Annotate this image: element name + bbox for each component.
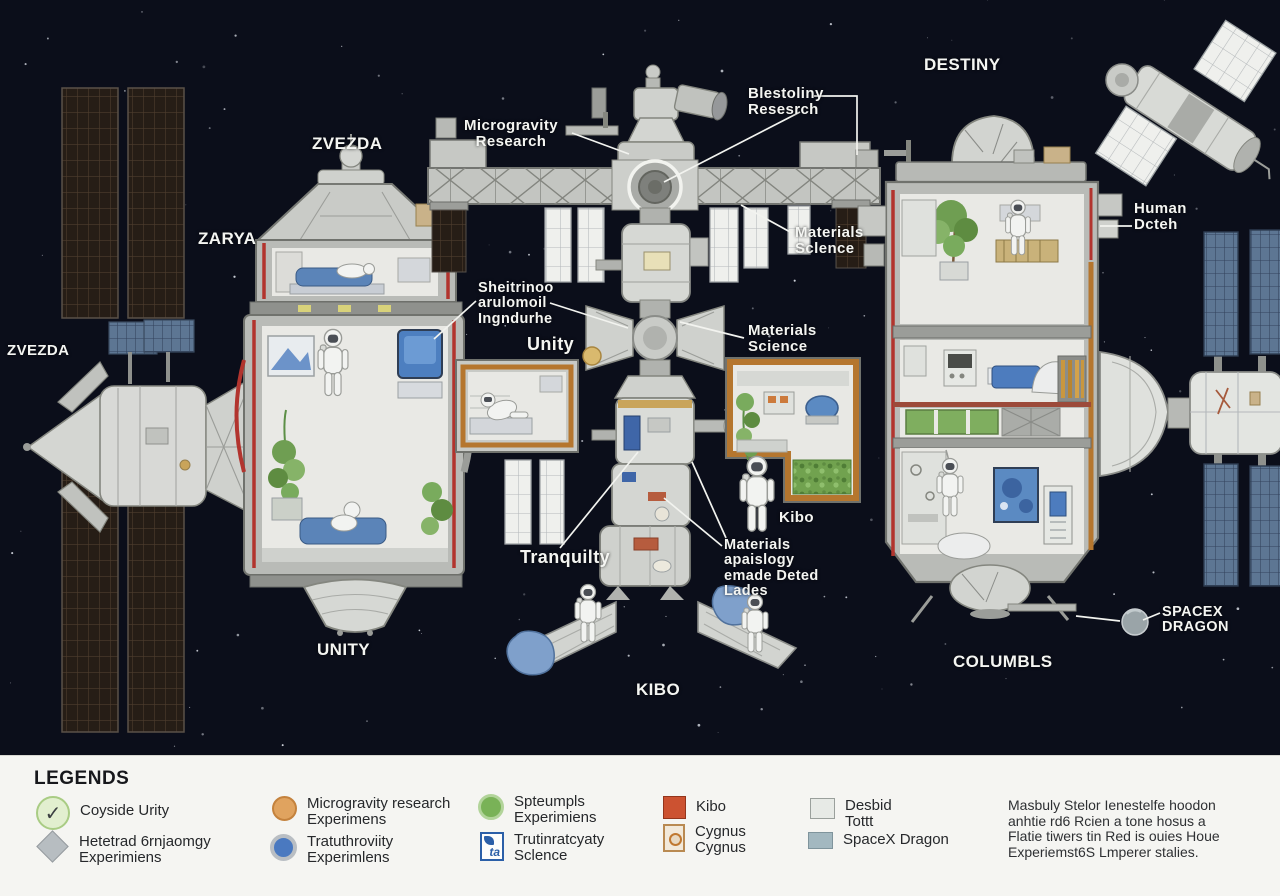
legend-note: Masbuly Stelor Ienestelfe hoodon anhtie … (1008, 797, 1220, 860)
legend-item: Microgravity research Experimens (272, 796, 450, 827)
label-zvezda-top: ZVEZDA (312, 134, 383, 153)
label-kibo-bottom: KIBO (636, 680, 681, 699)
label-destiny: DESTINY (924, 55, 1001, 74)
space-scene: ZVEZDA ZVEZDA ZARYA DESTINY Microgravity… (7, 0, 1280, 747)
cygnus-hatch-icon (663, 824, 685, 852)
label-spacex-dragon: SPACEX DRAGON (1162, 604, 1229, 636)
legend-item: Spteumpls Experimiens (478, 794, 597, 825)
legend-item: ✓ Coyside Urity (36, 796, 169, 830)
legend-item: Desbid Tottt (810, 798, 892, 829)
label-materials-science-top: Materials Sclence (795, 224, 864, 257)
label-materials-lower: Materials apaislogy emade Deted Lades (724, 537, 819, 600)
starboard-module (1099, 229, 1280, 587)
label-zarya: ZARYA (198, 229, 257, 248)
label-materials-science-mid: Materials Science (748, 322, 817, 355)
diamond-icon (36, 830, 69, 863)
legend-item: Kibo (663, 796, 726, 819)
label-tranquility: Tranquilty (520, 547, 611, 567)
legend-item: SpaceX Dragon (808, 832, 949, 849)
label-kibo-mid: Kibo (779, 509, 814, 526)
zvezda-service-module (23, 319, 253, 533)
iss-illustration (10, 0, 1280, 747)
microgravity-circle-icon (272, 796, 297, 821)
kibo-square-icon (663, 796, 686, 819)
blue-circle-icon (270, 834, 297, 861)
label-unity-bottom: UNITY (317, 640, 370, 659)
greenhouse-cutaway (725, 357, 861, 532)
legend-item: Tratuthroviity Experimlens (270, 834, 393, 865)
legend-title: LEGENDS (34, 768, 130, 789)
label-human-dcteh: Human Dcteh (1134, 200, 1187, 233)
legend-panel: LEGENDS ✓ Coyside Urity Hetetrad 6rnjaom… (0, 755, 1280, 896)
legend-item: ta Trutinratcyaty Sclence (480, 832, 604, 863)
label-unity-node: Unity (527, 334, 574, 354)
hubble-satellite (1094, 19, 1277, 187)
destiny-columbus-module (857, 115, 1123, 623)
leader-lines (433, 95, 1161, 622)
science-square-icon: ta (480, 832, 504, 861)
green-circle-icon (478, 794, 504, 820)
label-columbus: COLUMBLS (953, 652, 1053, 671)
label-sheitrinoo: Sheitrinoo arulomoil Ingndurhe (478, 280, 554, 327)
desbid-square-icon (810, 798, 835, 819)
truss-porthole (611, 159, 699, 215)
legend-item: Cygnus Cygnus (663, 824, 746, 855)
check-circle-icon: ✓ (36, 796, 70, 830)
label-zvezda-left: ZVEZDA (7, 342, 70, 359)
spacex-dragon-marker (1121, 608, 1149, 636)
camera-assembly (565, 64, 728, 171)
label-biology-research: Blestoliny Resesrch (748, 85, 824, 118)
label-microgravity-research: Microgravity Research (464, 117, 558, 150)
zarya-module (234, 134, 475, 636)
legend-item: Hetetrad 6rnjaomgy Experimiens (36, 830, 211, 865)
unity-cutaway (455, 359, 579, 453)
dragon-square-icon (808, 832, 833, 849)
